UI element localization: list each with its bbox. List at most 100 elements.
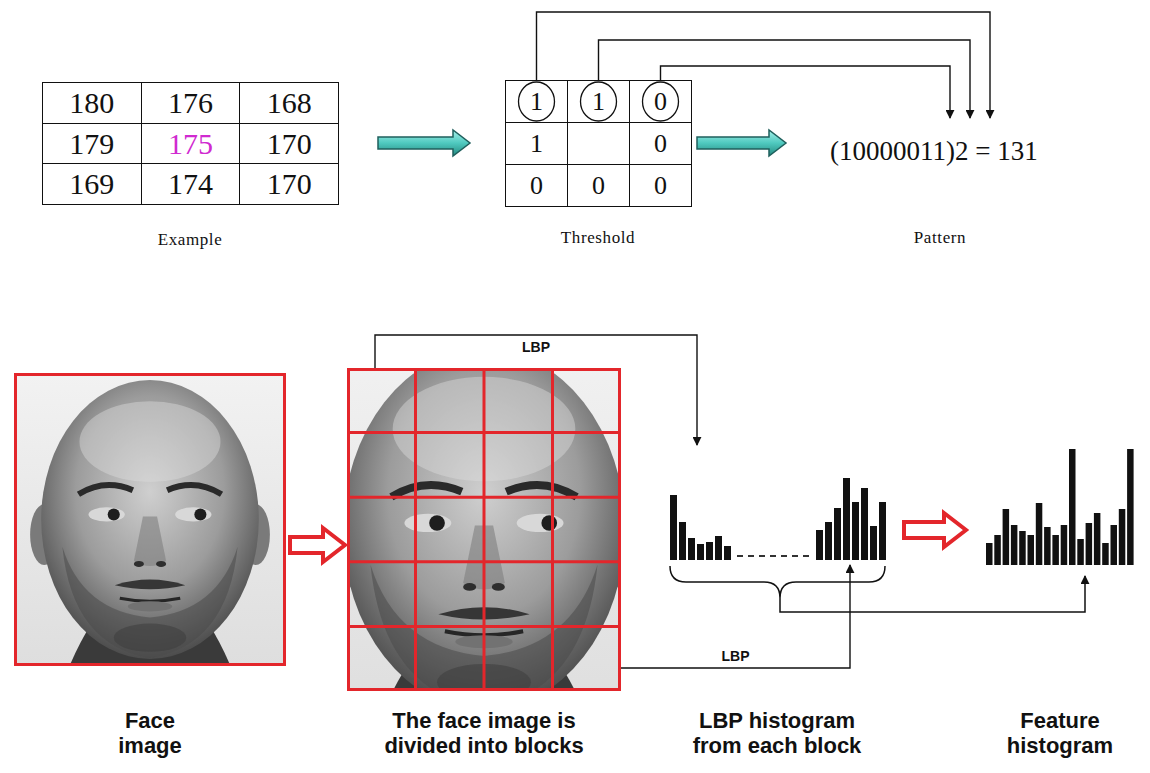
flow-arrow — [378, 130, 470, 156]
histogram-bar — [1019, 531, 1025, 565]
grid-line — [414, 368, 417, 691]
block-grid-lines — [347, 368, 621, 691]
pixel-value: 170 — [240, 124, 338, 164]
pixel-cell: 180 — [42, 82, 142, 124]
binary-value: 0 — [506, 165, 567, 206]
hollow-arrow — [904, 513, 966, 547]
histogram-group: LBP histogram from each block — [665, 445, 890, 565]
threshold-grid: Threshold11010000 — [505, 80, 691, 206]
hollow-arrow — [290, 528, 345, 562]
image-caption: Face image — [100, 708, 200, 759]
histogram-bar — [861, 488, 868, 560]
histogram-bar — [843, 478, 850, 560]
pixel-value: 179 — [43, 124, 141, 164]
binary-cell: 0 — [629, 80, 692, 123]
histogram-bar — [1011, 525, 1018, 565]
histogram-bar — [1102, 543, 1109, 565]
histogram-bar — [679, 522, 686, 560]
histogram-bar — [697, 544, 704, 560]
binary-value: 1 — [568, 81, 629, 122]
feature-histogram: Feature histogram — [980, 445, 1140, 570]
histogram-bar — [994, 535, 1001, 565]
histogram-bar — [1077, 539, 1084, 565]
pixel-cell: 176 — [141, 82, 241, 124]
image-caption: The face image is divided into blocks — [364, 708, 604, 759]
pixel-cell: 170 — [239, 163, 339, 205]
histogram-bar — [1086, 523, 1093, 565]
pixel-value: 175 — [142, 124, 240, 164]
pixel-value: 174 — [142, 164, 240, 204]
face-photo: Face image — [14, 373, 286, 666]
grid-line — [347, 496, 621, 499]
pixel-value: 170 — [240, 164, 338, 204]
histogram-bar — [1052, 535, 1059, 565]
histogram-bar — [1127, 449, 1134, 565]
feature-histogram-bars — [986, 449, 1134, 565]
histogram-bar — [1069, 449, 1076, 565]
image-caption: LBP histogram from each block — [682, 708, 872, 759]
histogram-bar — [1094, 513, 1101, 565]
block-histogram-bars — [670, 478, 886, 560]
pixel-value: 168 — [240, 83, 338, 123]
lbp-arrow — [621, 565, 850, 668]
lbp-arrow — [375, 335, 697, 445]
concat-leader — [780, 576, 1085, 612]
histogram-bar — [1028, 535, 1035, 565]
pixel-value: 176 — [142, 83, 240, 123]
histogram-bar — [816, 530, 823, 560]
histogram-bar — [706, 542, 713, 560]
binary-value: 0 — [630, 123, 691, 164]
binary-cell: 0 — [629, 164, 692, 207]
grid-line — [483, 368, 486, 691]
histogram-bar — [879, 502, 886, 560]
histogram-bar — [1044, 527, 1051, 565]
edge-label: LBP — [520, 339, 552, 355]
bit-leader-arrow — [661, 66, 951, 118]
pixel-grid: Example180176168179175170169174170 — [42, 82, 338, 204]
histogram-bar — [1061, 525, 1068, 565]
histogram-bar — [724, 546, 731, 560]
binary-value: 0 — [630, 165, 691, 206]
edge-label: LBP — [720, 648, 752, 664]
grid-line — [347, 625, 621, 628]
pixel-cell: 174 — [141, 163, 241, 205]
pixel-value: 180 — [43, 83, 141, 123]
face-photo-image — [14, 373, 286, 666]
histogram-bar — [1036, 503, 1043, 565]
grid-line — [347, 431, 621, 434]
histogram-bar — [1003, 509, 1010, 565]
histogram-bar — [986, 543, 993, 565]
pixel-cell: 169 — [42, 163, 142, 205]
histogram-bar — [688, 538, 695, 560]
binary-cell: 0 — [629, 122, 692, 165]
binary-value: 0 — [630, 81, 691, 122]
block-photo-image — [308, 340, 660, 718]
image-caption: Feature histogram — [975, 708, 1145, 759]
pixel-cell: 168 — [239, 82, 339, 124]
pattern-result: (10000011)2 = 131Pattern — [822, 118, 1112, 258]
grid-caption: Example — [42, 230, 338, 250]
pixel-value: 169 — [43, 164, 141, 204]
binary-code: (10000011)2 = 131 — [830, 136, 1038, 167]
grid-caption: Threshold — [505, 228, 691, 248]
flow-arrow — [697, 130, 786, 156]
binary-value: 1 — [506, 123, 567, 164]
histogram-bar — [852, 502, 859, 560]
histogram-bar — [715, 536, 722, 560]
histogram-bar — [1119, 509, 1126, 565]
grid-line — [551, 368, 554, 691]
block-grid-photo: The face image is divided into blocks — [347, 368, 621, 691]
grid-caption: Pattern — [880, 228, 1000, 248]
binary-cell: 0 — [567, 164, 630, 207]
histogram-bar — [670, 495, 677, 560]
binary-cell: 1 — [567, 80, 630, 123]
face-drawing-zoomed — [308, 340, 660, 718]
histogram-bar — [1111, 525, 1118, 565]
binary-value: 0 — [568, 165, 629, 206]
histogram-bar — [870, 526, 877, 560]
pixel-cell: 170 — [239, 123, 339, 165]
binary-cell: 1 — [505, 122, 568, 165]
ellipsis-dashes — [737, 555, 812, 557]
pixel-cell: 179 — [42, 123, 142, 165]
